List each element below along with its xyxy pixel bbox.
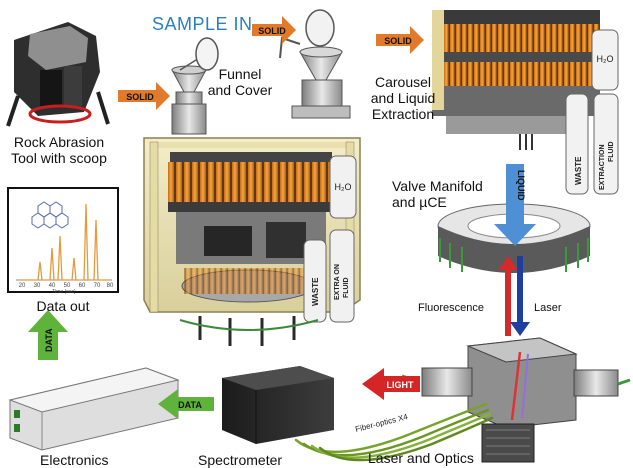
- h2o-label-top: H₂O: [597, 54, 614, 64]
- solid-arrow-2: [252, 16, 296, 44]
- sample-in-title: SAMPLE IN: [152, 14, 253, 34]
- data-arrow-vertical: [28, 310, 68, 360]
- rock-abrasion-tool-illustration: [6, 22, 110, 127]
- funnel-cover-illustration: [279, 9, 351, 119]
- laser-arrow: [510, 256, 530, 336]
- fluid-label-main: FLUID: [343, 277, 350, 298]
- solid-arrow-3-label: SOLID: [384, 36, 412, 46]
- plot-tick-50: 50: [64, 283, 71, 289]
- plot-tick-40: 40: [49, 283, 56, 289]
- data-out-label: Data out: [36, 298, 90, 314]
- fiber-optics-illustration: [294, 402, 494, 462]
- data-arrow-vertical-label: DATA: [44, 328, 54, 352]
- data-arrow-horizontal: [158, 389, 214, 419]
- solid-arrow-1-label: SOLID: [126, 92, 154, 102]
- plot-tick-20: 20: [19, 283, 26, 289]
- laser-label: Laser: [534, 302, 562, 314]
- h2o-label-main: H₂O: [335, 182, 352, 192]
- funnel-label: Funnel and Cover: [204, 66, 276, 98]
- carousel-label: Carousel and Liquid Extraction: [364, 74, 442, 122]
- fluorescence-arrow: [498, 256, 518, 336]
- plot-tick-70: 70: [94, 283, 101, 289]
- solid-arrow-3: [376, 26, 424, 54]
- funnel-label-line2: and Cover: [207, 82, 273, 98]
- spectrometer-illustration: [222, 366, 334, 444]
- carousel-label-line1: Carousel: [374, 74, 432, 90]
- fluid-label-top: FLUID: [608, 141, 615, 162]
- extraction-label-main: EXTRA ON: [334, 264, 341, 300]
- instrument-housing-illustration: [143, 137, 361, 346]
- plot-tick-30: 30: [34, 283, 41, 289]
- extraction-label-top: EXTRACTION: [599, 145, 606, 191]
- waste-label-main: WASTE: [311, 277, 320, 306]
- rock-abrasion-label: Rock Abrasion Tool with scoop: [0, 134, 118, 166]
- carousel-illustration: [432, 10, 619, 195]
- funnel-illustration: [171, 37, 219, 135]
- carousel-label-line3: Extraction: [371, 106, 435, 122]
- valve-manifold-label-line1: Valve Manifold: [392, 178, 483, 194]
- liquid-arrow: [494, 164, 536, 246]
- spectrometer-label: Spectrometer: [198, 452, 283, 468]
- waste-label-top: WASTE: [574, 156, 583, 185]
- fiber-optics-label: Fiber-optics X4: [354, 412, 409, 434]
- valve-manifold-label: Valve Manifold and µCE: [392, 178, 483, 210]
- data-arrow-horizontal-label: DATA: [178, 400, 202, 410]
- plot-tick-80: 80: [107, 283, 114, 289]
- light-arrow-label: LIGHT: [387, 380, 414, 390]
- plot-axis-ticks: 20 30 40 50 60 70 80 Time (sec): [19, 283, 114, 295]
- carousel-label-line2: and Liquid: [370, 90, 436, 106]
- solid-arrow-2-label: SOLID: [258, 26, 286, 36]
- laser-optics-label: Laser and Optics: [368, 450, 474, 466]
- valve-manifold-label-line2: and µCE: [392, 194, 447, 210]
- electronics-illustration: [8, 367, 180, 451]
- rock-abrasion-label-line2: Tool with scoop: [11, 150, 107, 166]
- plot-xlabel: Time (sec): [52, 289, 76, 295]
- rock-abrasion-label-line1: Rock Abrasion: [13, 134, 105, 150]
- light-arrow: [362, 368, 420, 400]
- solid-arrow-1: [118, 82, 170, 110]
- electronics-label: Electronics: [40, 452, 109, 468]
- data-plot-illustration: [7, 187, 119, 293]
- laser-optics-illustration: [401, 337, 631, 463]
- funnel-label-line1: Funnel: [218, 66, 262, 82]
- fluorescence-label: Fluorescence: [418, 302, 485, 314]
- liquid-arrow-label: LIQUID: [516, 170, 526, 201]
- plot-tick-60: 60: [79, 283, 86, 289]
